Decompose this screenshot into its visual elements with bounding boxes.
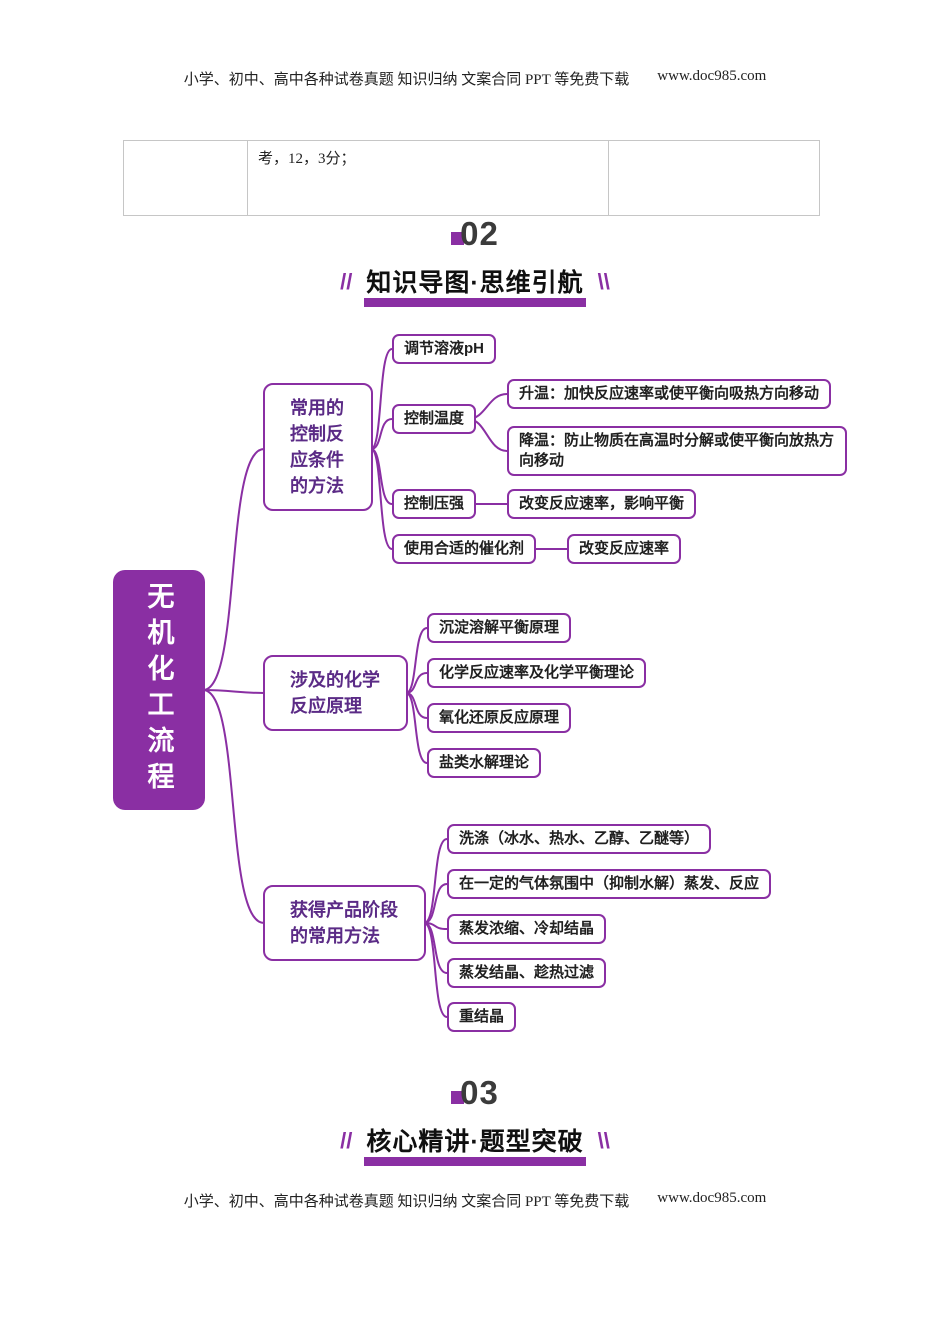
node-recrystallization: 重结晶: [447, 1002, 517, 1032]
connector-line: [370, 348, 393, 450]
node-adjust-ph: 调节溶液pH: [392, 334, 496, 364]
mindmap-root-node: 无机化工流程: [113, 570, 205, 810]
section-03-title: // 核心精讲·题型突破 \\: [0, 1122, 950, 1166]
section-02-title: // 知识导图·思维引航 \\: [0, 263, 950, 307]
node-pressure-effect: 改变反应速率，影响平衡: [507, 489, 697, 519]
footer-url: www.doc985.com: [657, 1190, 767, 1206]
section-number-square-icon: [451, 232, 465, 245]
connector-line: [405, 692, 428, 764]
node-lower-temperature: 降温：防止物质在高温时分解或使平衡向放热方向移动: [507, 426, 847, 476]
node-control-pressure: 控制压强: [392, 489, 477, 519]
connector-line: [370, 418, 393, 450]
node-catalyst-effect: 改变反应速率: [567, 534, 682, 564]
table-cell-empty-right: [609, 141, 819, 215]
node-gas-atmosphere-evaporation: 在一定的气体氛围中（抑制水解）蒸发、反应: [447, 869, 772, 899]
connector-line: [370, 448, 393, 505]
node-evaporate-hot-filter: 蒸发结晶、趁热过滤: [447, 958, 607, 988]
section-number-square-icon: [451, 1091, 465, 1104]
branch-reaction-principles: 涉及的化学反应原理: [263, 655, 408, 731]
page-header: 小学、初中、高中各种试卷真题 知识归纳 文案合同 PPT 等免费下载 www.d…: [0, 68, 950, 89]
node-raise-temperature: 升温：加快反应速率或使平衡向吸热方向移动: [507, 379, 832, 409]
header-text: 小学、初中、高中各种试卷真题 知识归纳 文案合同 PPT 等免费下载: [183, 72, 630, 88]
connector-line: [202, 689, 265, 694]
connector-line: [405, 692, 428, 719]
branch-product-methods: 获得产品阶段的常用方法: [263, 885, 426, 961]
node-redox-principle: 氧化还原反应原理: [427, 703, 572, 733]
connector-line: [423, 838, 448, 924]
section-02-number: 02: [0, 217, 950, 250]
node-use-catalyst: 使用合适的催化剂: [392, 534, 537, 564]
connector-line: [370, 448, 393, 550]
connector-line: [423, 922, 448, 974]
connector-line: [202, 448, 265, 691]
title-deco-left-icon: //: [340, 269, 353, 294]
table-cell-empty-left: [124, 141, 248, 215]
connector-line: [423, 883, 448, 924]
footer-text: 小学、初中、高中各种试卷真题 知识归纳 文案合同 PPT 等免费下载: [183, 1194, 630, 1210]
table-fragment: 考，12，3分；: [123, 140, 820, 216]
section-title-text: 知识导图·思维引航: [364, 263, 586, 307]
title-deco-left-icon: //: [340, 1128, 353, 1153]
node-rate-equilibrium-theory: 化学反应速率及化学平衡理论: [427, 658, 647, 688]
table-cell-content: 考，12，3分；: [248, 141, 609, 215]
page-footer: 小学、初中、高中各种试卷真题 知识归纳 文案合同 PPT 等免费下载 www.d…: [0, 1190, 950, 1211]
section-number-text: 03: [460, 1074, 499, 1111]
node-evaporate-cool-crystallize: 蒸发浓缩、冷却结晶: [447, 914, 607, 944]
table-cell-text: 考，12，3分；: [258, 151, 356, 167]
title-deco-right-icon: \\: [597, 269, 610, 294]
section-title-text: 核心精讲·题型突破: [364, 1122, 586, 1166]
section-number-text: 02: [460, 215, 499, 252]
node-salt-hydrolysis-theory: 盐类水解理论: [427, 748, 542, 778]
header-url: www.doc985.com: [657, 68, 767, 84]
node-washing: 洗涤（冰水、热水、乙醇、乙醚等）: [447, 824, 712, 854]
node-precipitation-equilibrium: 沉淀溶解平衡原理: [427, 613, 572, 643]
connector-line: [405, 627, 428, 694]
mindmap-root-label: 无机化工流程: [143, 582, 174, 798]
connector-line: [202, 689, 265, 924]
node-control-temperature: 控制温度: [392, 404, 477, 434]
connector-line: [405, 672, 428, 694]
section-03-number: 03: [0, 1076, 950, 1109]
title-deco-right-icon: \\: [597, 1128, 610, 1153]
connector-line: [423, 922, 448, 1018]
branch-control-conditions: 常用的控制反应条件的方法: [263, 383, 373, 511]
connector-line: [423, 922, 448, 930]
